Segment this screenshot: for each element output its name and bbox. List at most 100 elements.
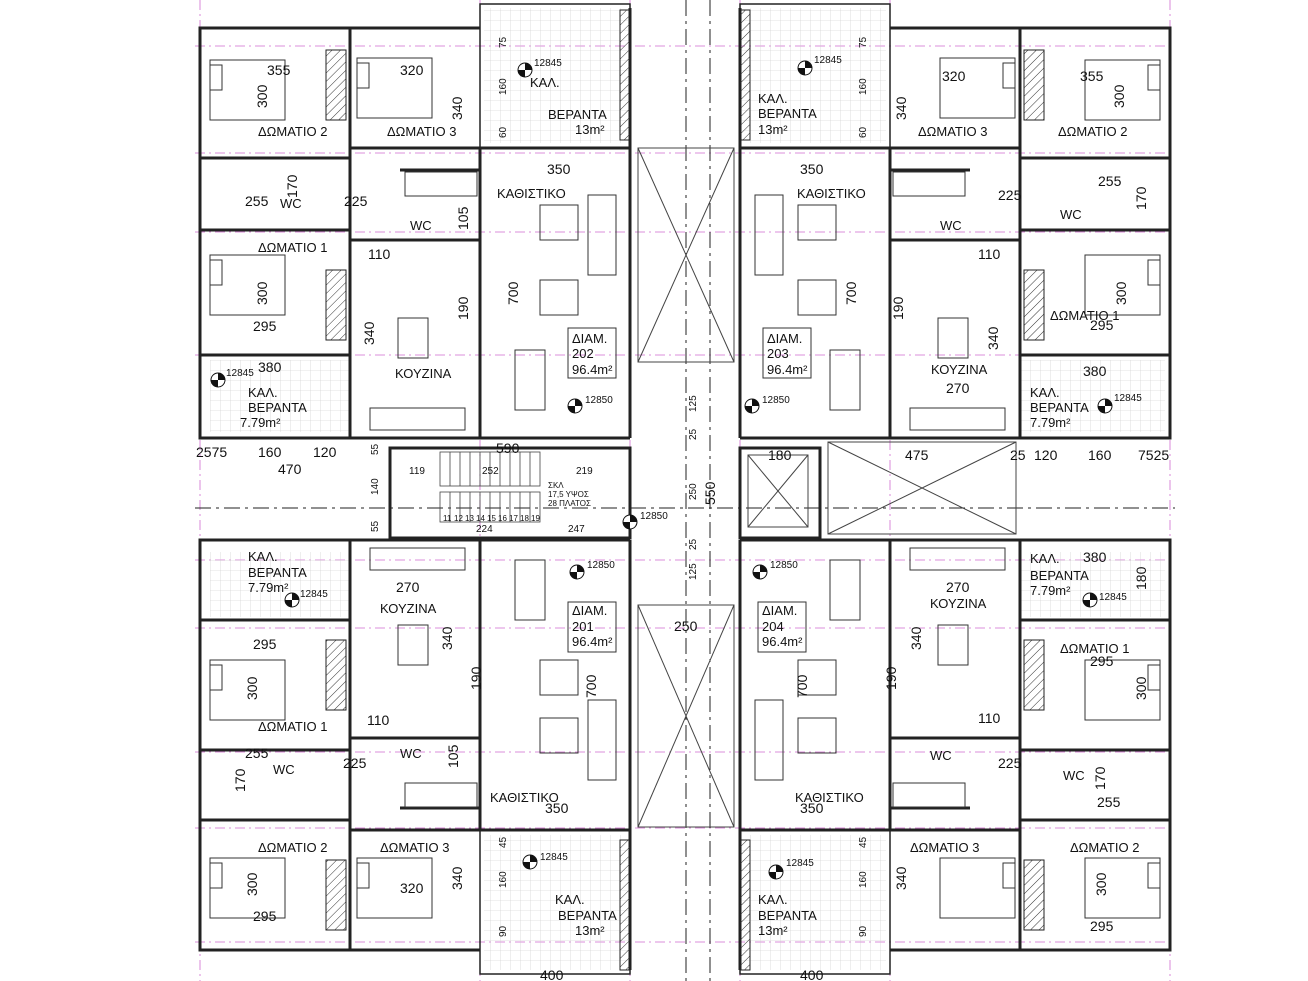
dimension: 119: [409, 466, 425, 477]
beds: [209, 57, 1161, 919]
dimension: 340: [361, 321, 377, 345]
room-label: ΔΩΜΑΤΙΟ 3: [918, 124, 987, 139]
room-label: ΔΩΜΑΤΙΟ 2: [1058, 124, 1127, 139]
dimension: 270: [946, 579, 970, 595]
dimension: 180: [768, 447, 792, 463]
dimension: 300: [254, 281, 270, 305]
dimension: 219: [576, 466, 593, 477]
dimension: 224: [476, 524, 493, 535]
level-value: 12845: [534, 58, 562, 69]
level-marker-icon: [210, 60, 1113, 880]
dimension: 400: [540, 967, 564, 981]
room-label: WC: [280, 196, 302, 211]
dimension: 320: [400, 880, 424, 896]
stair-annotation: ΣΚΛ 17,5 ΥΨΟΣ 28 ΠΛΑΤΟΣ 11 12 13 14 15 1…: [443, 481, 591, 523]
room-label: WC: [1063, 768, 1085, 783]
dimension: 295: [1090, 317, 1114, 333]
dimension: 2575: [196, 444, 227, 460]
room-label: ΚΑΛ.: [758, 91, 788, 106]
step-number: 15: [487, 514, 496, 523]
dimension: 355: [1080, 68, 1104, 84]
dimension: 700: [794, 674, 810, 698]
room-label: ΒΕΡΑΝΤΑ: [758, 106, 817, 121]
dimension: 110: [367, 712, 390, 728]
unit-label: ΔΙΑΜ.: [762, 603, 797, 618]
level-value: 12850: [770, 560, 798, 571]
dimension: 225: [998, 187, 1022, 203]
dimension: 295: [253, 318, 277, 334]
dimension: 180: [1133, 566, 1149, 590]
veranda-tiles: [210, 8, 1165, 970]
dimension: 75: [858, 36, 869, 48]
dimension: 590: [496, 440, 520, 456]
dimension: 550: [702, 481, 718, 505]
dimension: 125: [688, 395, 699, 412]
dimension: 350: [547, 161, 571, 177]
step-number: 14: [476, 514, 485, 523]
dimension: 350: [800, 161, 824, 177]
dimension: 295: [1090, 918, 1114, 934]
stair-label: ΣΚΛ: [548, 481, 564, 490]
dimension: 340: [449, 96, 465, 120]
room-label: ΚΑΛ.: [1030, 551, 1060, 566]
dimension: 320: [942, 68, 966, 84]
dimensions: 355 320 300 340 350 170 255 225 105 110 …: [196, 36, 1169, 981]
level-markers: 12845 12845 12845 12845 12850 12850 1285…: [210, 55, 1142, 880]
area-label: 7.79m²: [1030, 415, 1071, 430]
dimension: 120: [313, 444, 337, 460]
step-number: 18: [520, 514, 529, 523]
dimension: 170: [284, 174, 300, 198]
dimension: 190: [883, 666, 899, 690]
axis-lines: [195, 0, 1175, 981]
dimension: 105: [455, 206, 471, 230]
dimension: 45: [858, 836, 869, 848]
dimension: 90: [498, 925, 509, 937]
dimension: 475: [905, 447, 929, 463]
dimension: 340: [439, 626, 455, 650]
unit-area: 96.4m²: [762, 634, 803, 649]
dimension: 300: [1133, 676, 1149, 700]
room-label: ΔΩΜΑΤΙΟ 2: [258, 124, 327, 139]
level-value: 12845: [1099, 592, 1127, 603]
dimension: 380: [258, 359, 282, 375]
dimension: 300: [254, 84, 270, 108]
dimension: 340: [893, 866, 909, 890]
dimension: 250: [674, 618, 698, 634]
room-label: ΒΕΡΑΝΤΑ: [1030, 400, 1089, 415]
room-label: ΚΟΥΖΙΝΑ: [395, 366, 452, 381]
room-label: ΔΩΜΑΤΙΟ 3: [380, 840, 449, 855]
dimension: 140: [370, 478, 381, 495]
room-label: ΚΑΛ.: [1030, 385, 1060, 400]
area-label: 7.79m²: [1030, 583, 1071, 598]
room-label: ΚΑΘΙΣΤΙΚΟ: [795, 790, 864, 805]
dimension: 45: [498, 836, 509, 848]
unit-label: ΔΙΑΜ.: [767, 331, 802, 346]
room-label: ΚΑΛ.: [758, 892, 788, 907]
dimension: 190: [890, 296, 906, 320]
dimension: 350: [800, 800, 824, 816]
unit-number: 204: [762, 619, 784, 634]
dimension: 190: [455, 296, 471, 320]
furniture: [369, 171, 1006, 808]
dimension: 700: [583, 674, 599, 698]
dimension: 160: [858, 871, 869, 888]
dimension: 120: [1034, 447, 1058, 463]
room-label: ΔΩΜΑΤΙΟ 2: [258, 840, 327, 855]
level-value: 12845: [540, 852, 568, 863]
room-label: WC: [1060, 207, 1082, 222]
room-label: ΚΑΛ.: [555, 892, 585, 907]
level-value: 12850: [587, 560, 615, 571]
dimension: 110: [368, 246, 391, 262]
stair-steps: [439, 451, 541, 523]
dimension: 700: [505, 281, 521, 305]
apartment-tags: ΔΙΑΜ. 202 96.4m² ΔΙΑΜ. 203 96.4m² ΔΙΑΜ. …: [567, 327, 812, 653]
unit-number: 203: [767, 346, 789, 361]
dimension: 160: [258, 444, 282, 460]
room-label: ΚΟΥΖΙΝΑ: [930, 596, 987, 611]
dimension: 55: [370, 443, 381, 455]
dimension: 355: [267, 62, 291, 78]
area-label: 7.79m²: [248, 580, 289, 595]
room-label: WC: [940, 218, 962, 233]
room-label: ΔΩΜΑΤΙΟ 1: [1060, 641, 1129, 656]
